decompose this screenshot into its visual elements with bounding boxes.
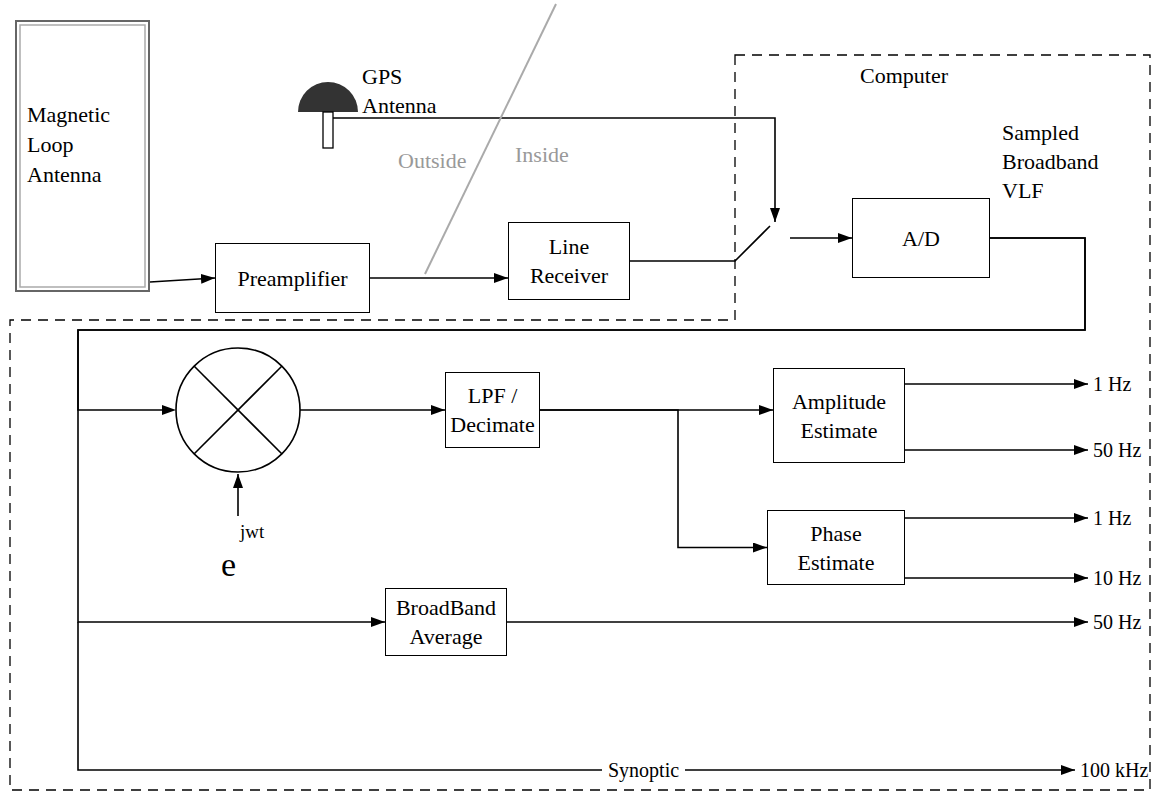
box-label: Line Receiver: [515, 232, 623, 290]
rate-label: 1 Hz: [1093, 506, 1131, 530]
gps-line: [333, 118, 775, 222]
box-label: Phase Estimate: [774, 519, 898, 577]
rate-label: 100 kHz: [1080, 758, 1148, 782]
gps-mast: [323, 112, 333, 148]
mixer-cross: [194, 366, 282, 454]
antenna-frame-inner: [20, 25, 145, 287]
box-label: Magnetic Loop Antenna: [27, 100, 129, 190]
signal-label: Sampled Broadband VLF: [1002, 118, 1120, 205]
signal-connector: [630, 226, 852, 261]
output-arrow: [905, 517, 1088, 519]
region-label: Inside: [515, 140, 569, 169]
process-box: Amplitude Estimate: [773, 368, 905, 463]
signal-connector: [150, 278, 215, 282]
process-box: Line Receiver: [508, 222, 630, 300]
box-label: LPF / Decimate: [450, 381, 534, 439]
process-box: Phase Estimate: [767, 510, 905, 585]
rate-label: 50 Hz: [1093, 610, 1141, 634]
rate-label: 10 Hz: [1093, 566, 1141, 590]
box-label: A/D: [902, 224, 940, 253]
computer-outline-path: [10, 55, 1150, 790]
antenna-frame-outer: [16, 21, 149, 291]
gps-dome: [298, 82, 358, 112]
process-box: LPF / Decimate: [445, 372, 540, 448]
region-title: Computer: [860, 61, 948, 90]
output-arrow: [507, 621, 1088, 623]
rate-label: 1 Hz: [1093, 372, 1131, 396]
box-label: Preamplifier: [238, 264, 348, 293]
mixer-cross: [194, 366, 282, 454]
oscillator-arrow: [237, 474, 239, 516]
box-label: BroadBand Average: [392, 593, 500, 651]
output-arrow: [905, 577, 1088, 579]
computer-outline: [10, 55, 1150, 790]
signal-connector: [370, 277, 508, 279]
process-box: BroadBand Average: [385, 588, 507, 656]
synoptic-line: [78, 622, 1075, 770]
signal-connector: [540, 410, 767, 548]
signal-label: jwt: [240, 520, 264, 543]
loop-antenna: Magnetic Loop Antenna: [15, 20, 150, 292]
process-box: A/D: [852, 198, 990, 278]
output-label: Synoptic: [602, 758, 685, 782]
box-label: Amplitude Estimate: [780, 387, 898, 445]
mixer-input-arrowhead: [162, 405, 176, 415]
rate-label: 50 Hz: [1093, 438, 1141, 462]
process-box: Preamplifier: [215, 243, 370, 313]
computer-region: ComputerA/D LPF / Decimate Amplitude Estim…: [10, 55, 1150, 790]
output-arrow: [905, 449, 1088, 451]
mixer-circle: [176, 348, 300, 472]
antenna-label: GPS Antenna: [362, 62, 452, 120]
region-label: Outside: [398, 146, 466, 175]
output-arrow: [905, 383, 1088, 385]
signal-label: e: [221, 544, 236, 585]
